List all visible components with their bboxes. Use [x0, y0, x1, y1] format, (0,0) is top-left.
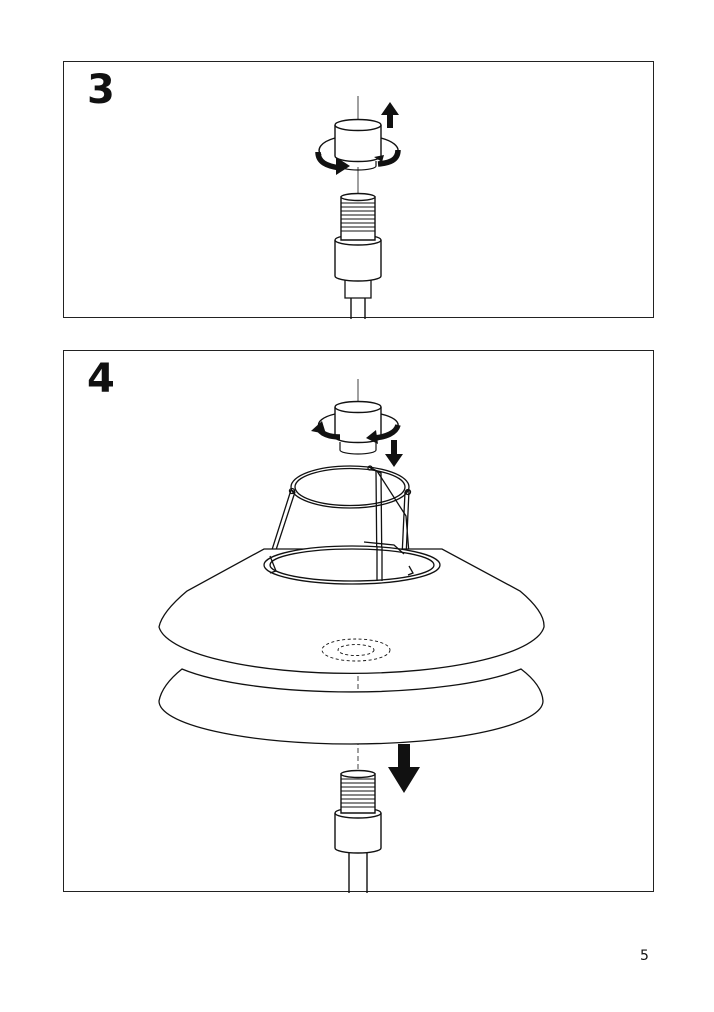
ring-nut [334, 118, 382, 171]
lamp-shade-top [158, 541, 545, 675]
step-3-panel: 3 [63, 61, 654, 319]
ring-nut [334, 400, 382, 455]
lamp-shade-bottom [158, 668, 544, 745]
lower-onto-socket-arrow-icon [388, 744, 420, 793]
lift-up-arrow-icon [381, 102, 399, 128]
step-4-panel: 4 [63, 350, 654, 893]
page-number: 5 [640, 948, 649, 964]
step-3-illustration [315, 96, 401, 319]
step-number: 3 [87, 67, 115, 113]
push-down-arrow-icon [385, 440, 403, 467]
threaded-socket [334, 192, 382, 319]
step-number: 4 [87, 356, 115, 402]
step-4-illustration [158, 379, 545, 893]
rotate-arrow-icon [311, 413, 401, 444]
rotate-arrow-icon [315, 137, 401, 175]
threaded-socket [334, 769, 382, 893]
hidden-center-hole [321, 638, 391, 662]
